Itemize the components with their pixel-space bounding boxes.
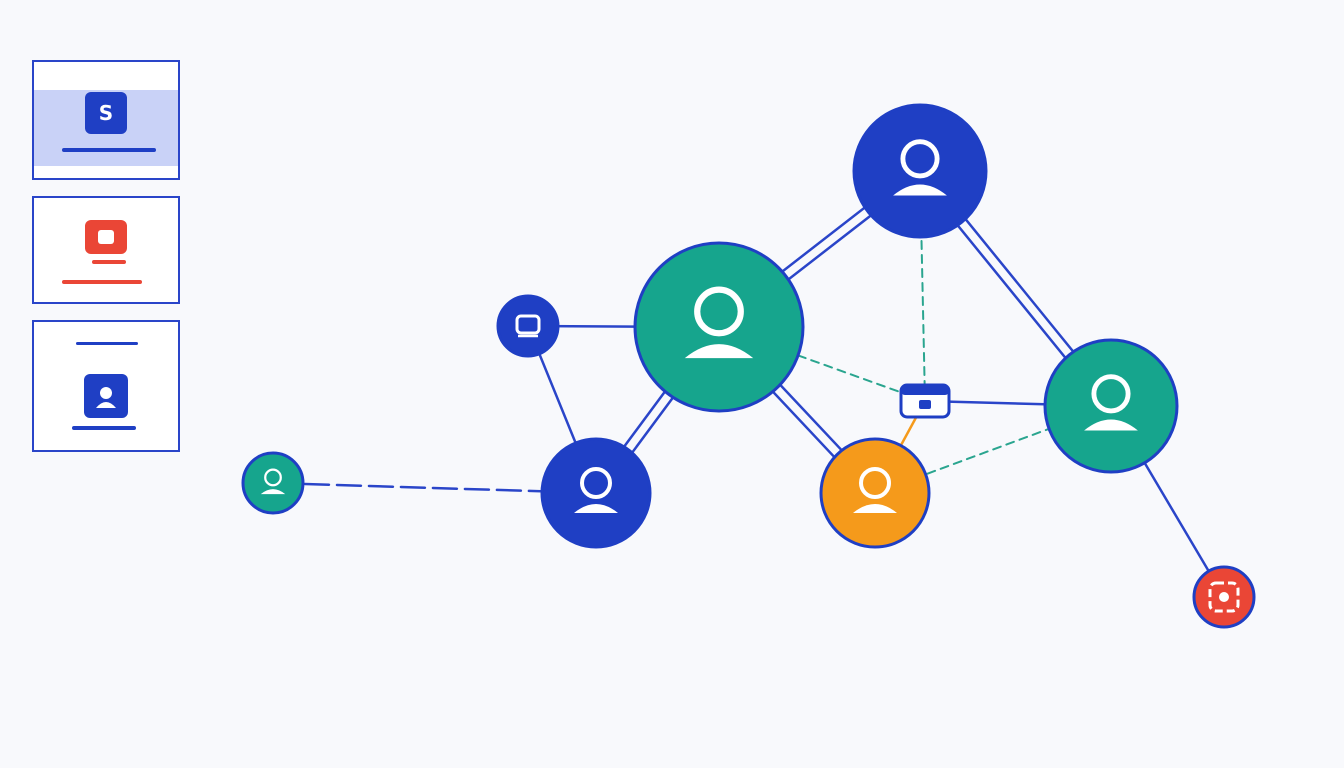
panel-underline-small [92, 260, 126, 264]
screen-icon [515, 314, 541, 338]
panel-underline [72, 426, 136, 430]
node-n8[interactable] [1192, 565, 1256, 629]
s-app-icon: S [85, 92, 127, 134]
user-icon [574, 467, 618, 513]
edge-n6-n7 [874, 405, 1112, 494]
user-icon [1084, 374, 1138, 431]
card-icon [901, 385, 949, 395]
node-n5[interactable] [540, 437, 652, 549]
panel-user-blue[interactable] [32, 320, 180, 452]
user-icon [853, 467, 897, 513]
edge-n2-n5 [590, 322, 725, 498]
edge-n1-hub [919, 170, 926, 402]
panel-glyph-letter: S [98, 101, 114, 125]
user-icon [260, 468, 286, 495]
panel-profile-s[interactable]: S [32, 60, 180, 180]
edge-n7-n8 [1109, 404, 1226, 599]
node-n1[interactable] [852, 103, 988, 239]
panel-topline [76, 342, 138, 345]
node-n4[interactable] [241, 451, 305, 515]
edge-n2-n1 [714, 165, 925, 333]
node-hub[interactable] [899, 383, 951, 419]
target-icon [1208, 581, 1240, 613]
node-n7[interactable] [1043, 338, 1179, 474]
edge-hub-n7 [923, 399, 1113, 408]
node-n6[interactable] [819, 437, 931, 549]
edge-n2-n6 [714, 322, 880, 498]
panel-underline [62, 148, 156, 152]
edge-n3-n2 [526, 324, 721, 329]
user-icon [893, 139, 947, 196]
edge-n4-n5 [271, 481, 598, 495]
user-icon [684, 286, 754, 359]
nodes-layer [241, 103, 1256, 629]
contact-card-icon [85, 220, 127, 254]
edge-n1-n7 [914, 166, 1117, 411]
panel-underline [62, 280, 142, 284]
node-n2[interactable] [633, 241, 805, 413]
user-badge-glyph [96, 387, 116, 408]
edge-n2-hub [718, 326, 926, 402]
edge-hub-n6 [873, 399, 927, 495]
contact-card-glyph [98, 230, 114, 244]
edges-layer [271, 165, 1226, 599]
user-badge-icon [84, 374, 128, 418]
node-n3[interactable] [496, 294, 560, 358]
panel-contact-red[interactable] [32, 196, 180, 304]
edge-n3-n5 [526, 324, 598, 495]
